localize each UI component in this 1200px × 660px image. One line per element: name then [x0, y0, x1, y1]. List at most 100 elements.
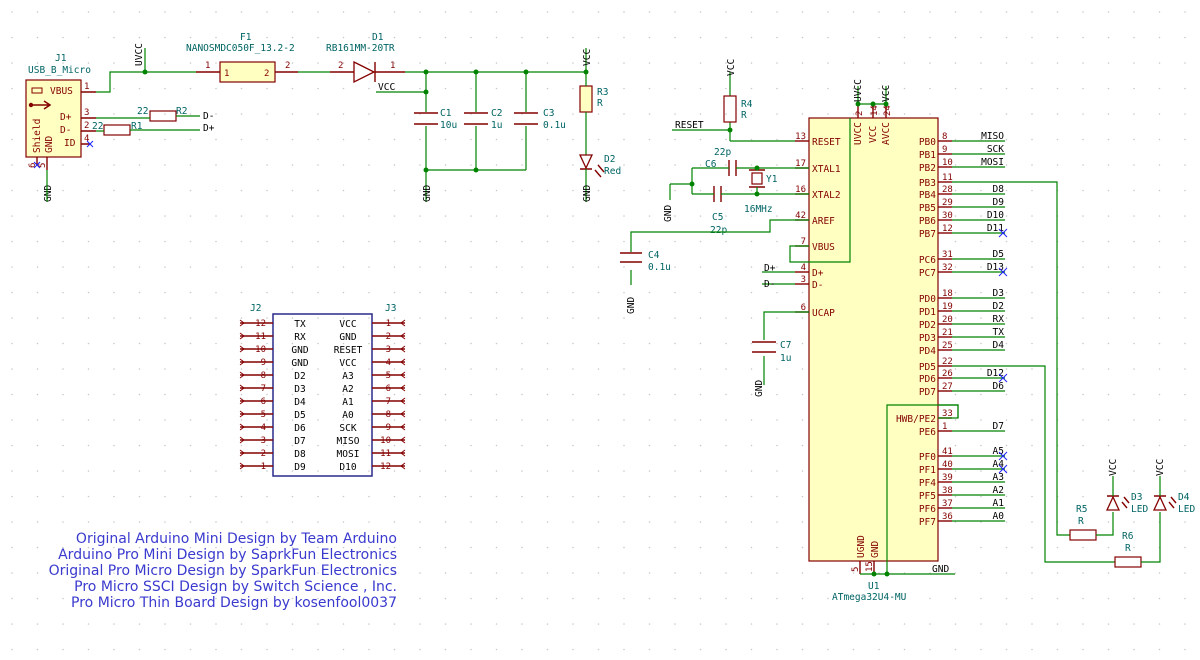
- grid-dot: [1107, 368, 1110, 370]
- grid-dot: [1082, 291, 1084, 294]
- grid-dot: [444, 470, 447, 472]
- resistor-r2[interactable]: 22 R2 D-: [96, 106, 214, 122]
- resistor-r6[interactable]: R6 R: [1114, 512, 1161, 568]
- j2-ref: J2: [250, 303, 261, 314]
- crystal-y1[interactable]: Y1 16MHz: [744, 169, 778, 215]
- grid-dot: [342, 623, 345, 625]
- usb-connector-j1[interactable]: J1 USB_B_Micro VBUS D+ D- ID GND Shield …: [25, 53, 96, 170]
- no-connect-marker: [998, 464, 1008, 474]
- mcu-u1[interactable]: RESET13XTAL117XTAL216AREF42VBUS7D+4D-3UC…: [730, 79, 1008, 603]
- svg-text:10u: 10u: [440, 120, 457, 131]
- grid-dot: [470, 36, 472, 39]
- grid-dot: [164, 648, 166, 651]
- capacitor-c4[interactable]: C4 0.1u: [620, 250, 671, 273]
- grid-dot: [1005, 164, 1008, 166]
- grid-dot: [368, 572, 370, 574]
- grid-dot: [495, 419, 498, 421]
- mcu-net-label: D8: [993, 184, 1005, 195]
- grid-dot: [419, 495, 421, 498]
- mcu-right-pin-name: PB2: [919, 163, 936, 174]
- grid-dot: [1082, 419, 1084, 421]
- grid-dot: [189, 470, 192, 472]
- led-d4[interactable]: D4 LED VCC: [1152, 459, 1195, 515]
- grid-dot: [980, 572, 982, 574]
- f1-ref: F1: [240, 32, 252, 43]
- grid-dot: [444, 62, 447, 64]
- grid-dot: [215, 597, 217, 600]
- grid-dot: [776, 11, 778, 13]
- grid-dot: [1133, 189, 1135, 192]
- header-right-label: A3: [342, 371, 353, 382]
- grid-dot: [138, 521, 141, 523]
- grid-dot: [164, 572, 166, 574]
- fuse-f1[interactable]: F1 NANOSMDC050F_13.2-2 1 2 1 2: [186, 32, 298, 83]
- grid-dot: [521, 317, 523, 319]
- led-d3[interactable]: D3 LED VCC: [1105, 459, 1148, 515]
- grid-dot: [266, 368, 268, 370]
- mcu-net-label: A4: [993, 459, 1005, 470]
- diode-d1[interactable]: D1 RB161MM-20TR 2 1: [326, 32, 405, 84]
- grid-dot: [215, 189, 217, 192]
- resistor-r5[interactable]: R5 R: [1069, 504, 1114, 541]
- grid-dot: [36, 291, 39, 294]
- grid-dot: [878, 87, 880, 90]
- grid-dot: [87, 393, 90, 396]
- grid-dot: [776, 266, 778, 268]
- grid-dot: [827, 623, 829, 625]
- grid-dot: [801, 419, 804, 421]
- grid-dot: [521, 572, 523, 574]
- resistor-r3[interactable]: R3 R: [579, 72, 608, 155]
- resistor-r1[interactable]: 22 R1 D+: [92, 121, 215, 136]
- grid-dot: [725, 368, 727, 370]
- grid-dot: [699, 470, 702, 472]
- grid-dot: [1082, 11, 1084, 13]
- grid-dot: [674, 240, 676, 243]
- led-d2[interactable]: D2 Red: [578, 154, 621, 202]
- vcc-net-label-d1: VCC: [378, 82, 395, 93]
- grid-dot: [1133, 470, 1135, 472]
- grid-dot: [266, 470, 268, 472]
- grid-dot: [495, 495, 498, 498]
- vcc-net-label-d3: VCC: [1108, 459, 1119, 476]
- grid-dot: [419, 572, 421, 574]
- grid-dot: [750, 240, 753, 243]
- grid-dot: [36, 62, 39, 64]
- grid-dot: [393, 113, 396, 115]
- grid-dot: [1158, 572, 1161, 574]
- mcu-net-label: MISO: [981, 131, 1004, 142]
- grid-dot: [87, 470, 90, 472]
- svg-text:C3: C3: [543, 108, 554, 119]
- capacitor-c6[interactable]: C6 22p: [705, 147, 737, 176]
- grid-dot: [1184, 444, 1186, 447]
- header-right-num: 9: [386, 423, 391, 433]
- grid-dot: [444, 113, 447, 115]
- grid-dot: [725, 470, 727, 472]
- grid-dot: [113, 572, 115, 574]
- grid-dot: [725, 113, 727, 115]
- svg-text:1u: 1u: [780, 353, 791, 364]
- grid-dot: [87, 546, 90, 549]
- header-left-label: GND: [291, 345, 308, 356]
- grid-dot: [444, 36, 447, 39]
- grid-dot: [11, 623, 13, 625]
- grid-dot: [750, 189, 753, 192]
- grid-dot: [164, 215, 166, 217]
- gnd-label-j1: GND: [43, 185, 54, 202]
- grid-dot: [648, 444, 651, 447]
- mcu-right-pin-name: PD0: [919, 294, 936, 305]
- grid-dot: [852, 597, 855, 600]
- grid-dot: [1133, 215, 1135, 217]
- grid-dot: [954, 393, 957, 396]
- header-left-num: 9: [261, 358, 266, 368]
- grid-dot: [546, 597, 549, 600]
- header-right-num: 11: [380, 449, 391, 459]
- grid-dot: [317, 572, 319, 574]
- capacitor-c1[interactable]: C1 10u: [414, 72, 457, 170]
- capacitor-c2[interactable]: C2 1u: [464, 72, 502, 170]
- grid-dot: [36, 368, 39, 370]
- header-left-num: 6: [261, 397, 266, 407]
- capacitor-c3[interactable]: C3 0.1u: [514, 72, 566, 170]
- mcu-right-pin-name: PB1: [919, 150, 936, 161]
- capacitor-c7[interactable]: C7 1u: [752, 340, 791, 364]
